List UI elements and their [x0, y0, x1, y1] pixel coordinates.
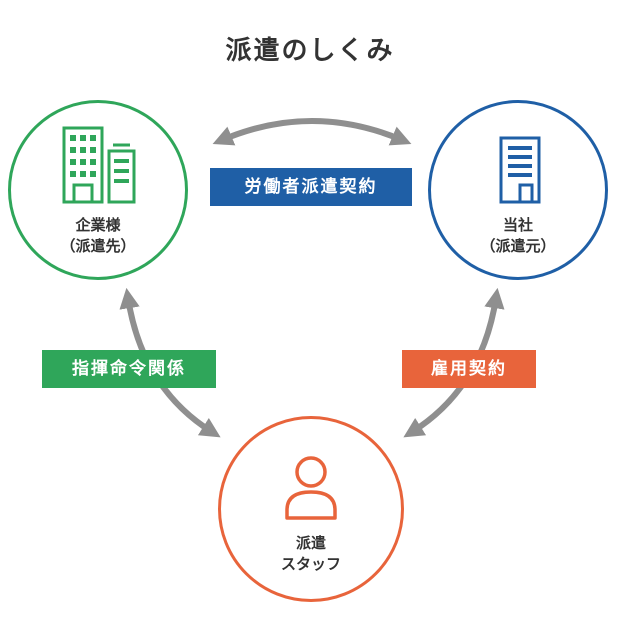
- office-building-icon: [499, 136, 541, 204]
- page-title: 派遣のしくみ: [225, 36, 395, 66]
- client-label: 企業様 （派遣先）: [11, 215, 185, 257]
- agency-name: 当社: [502, 216, 533, 234]
- dispatch-contract-label: 労働者派遣契約: [210, 168, 412, 206]
- client-role: （派遣先）: [60, 237, 136, 255]
- staff-name: 派遣: [295, 534, 326, 552]
- staff-node: 派遣 スタッフ: [218, 416, 404, 602]
- agency-role: （派遣元）: [480, 237, 556, 255]
- employment-contract-label: 雇用契約: [402, 350, 536, 388]
- arrow-client-agency: [212, 118, 412, 146]
- agency-label: 当社 （派遣元）: [431, 215, 605, 257]
- agency-node: 当社 （派遣元）: [428, 100, 608, 280]
- person-icon: [285, 456, 337, 520]
- staff-label: 派遣 スタッフ: [221, 533, 401, 575]
- office-buildings-icon: [62, 126, 136, 204]
- staff-role: スタッフ: [280, 555, 341, 573]
- client-name: 企業様: [75, 216, 121, 234]
- command-relation-label: 指揮命令関係: [42, 350, 216, 388]
- client-node: 企業様 （派遣先）: [8, 100, 188, 280]
